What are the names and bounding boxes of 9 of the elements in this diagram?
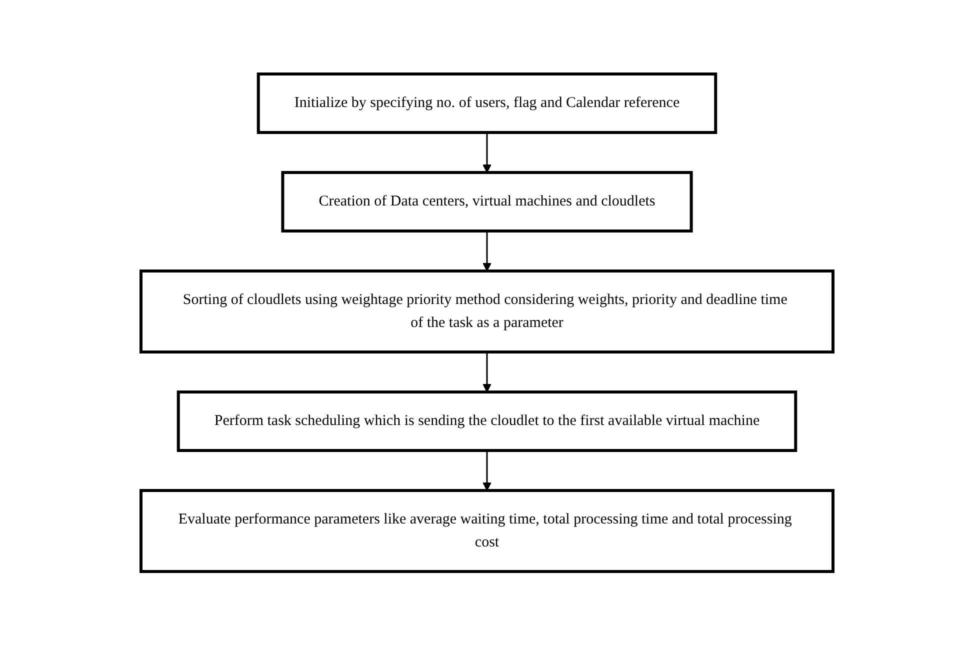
node-box: Initialize by specifying no. of users, flag and Calendar reference <box>256 72 718 134</box>
arrow <box>482 352 492 393</box>
node-box: Evaluate performance parameters like average waiting time, total processing time and total processing cost <box>140 489 834 574</box>
node-box: Creation of Data centers, virtual machines and cloudlets <box>281 171 693 233</box>
arrow <box>482 132 492 174</box>
node-box: Sorting of cloudlets using weightage priority method considering weights, priority and deadline time of the task as a parameter <box>140 270 834 354</box>
arrow <box>482 231 492 272</box>
arrow <box>482 450 492 492</box>
node-box: Perform task scheduling which is sending the cloudlet to the first available virtual machine <box>176 390 798 452</box>
